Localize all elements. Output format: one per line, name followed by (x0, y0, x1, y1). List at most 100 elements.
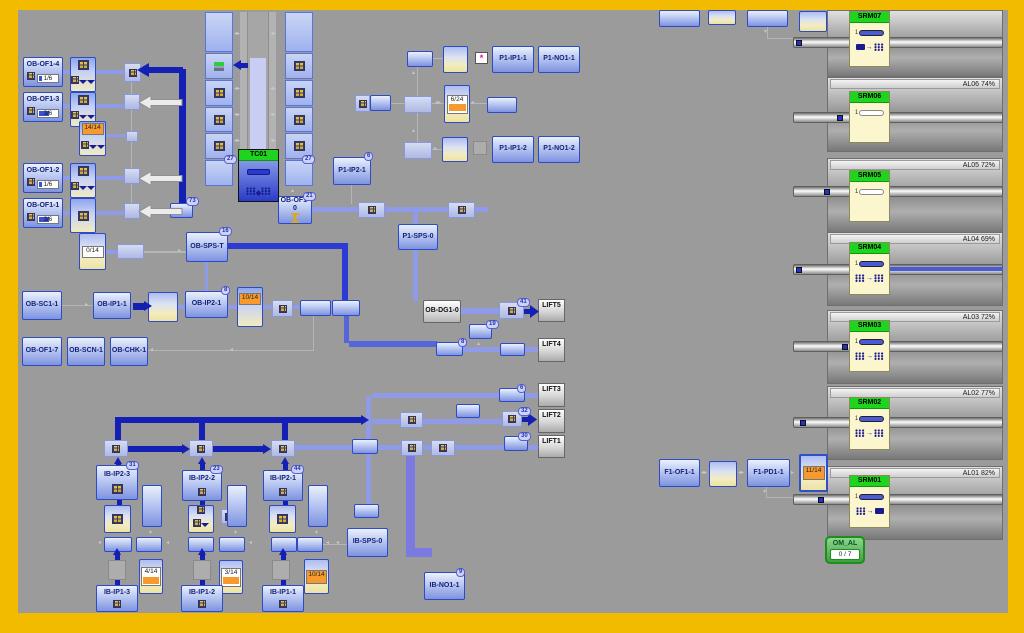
conveyor-segment[interactable] (219, 537, 245, 552)
lift-block-4[interactable]: LIFT2 (538, 409, 565, 433)
conveyor-segment[interactable] (227, 485, 247, 527)
node-ib-sps-0[interactable]: IB-SPS-0 (347, 528, 388, 557)
junction-box[interactable] (355, 95, 370, 112)
junction-box[interactable] (502, 411, 522, 427)
node-ob-ip2-1[interactable]: OB-IP2-1 (185, 291, 228, 318)
buffer-station[interactable]: 10/14 (237, 287, 263, 327)
tipper-station[interactable] (269, 505, 296, 533)
node-p1-sps-0[interactable]: P1-SPS-0 (398, 224, 438, 250)
conveyor-cell[interactable] (205, 160, 233, 186)
conveyor-cell[interactable] (205, 53, 233, 79)
conveyor-segment[interactable] (436, 342, 463, 356)
node-ob-ip1-1[interactable]: OB-IP1-1 (93, 292, 131, 319)
node-ib-no1-1[interactable]: IB-NO1-1 (424, 572, 465, 600)
buffer-station[interactable]: 3/14 (219, 560, 243, 594)
conveyor-segment[interactable] (136, 537, 162, 552)
junction-box[interactable] (117, 244, 144, 259)
junction-box[interactable] (431, 440, 455, 456)
node-ib-ip1-2[interactable]: IB-IP1-2 (181, 585, 223, 612)
conveyor-segment[interactable] (747, 10, 788, 27)
conveyor-segment[interactable] (297, 537, 323, 552)
conveyor-segment[interactable] (300, 300, 331, 316)
junction-box[interactable] (400, 412, 423, 428)
buffer-station-empty[interactable]: 0/14 (79, 233, 106, 270)
tipper-station[interactable] (70, 163, 96, 198)
om-al-summary[interactable]: OM_AL 0 / 7 (825, 536, 865, 564)
conveyor-cell[interactable] (205, 80, 233, 106)
node-ib-ip2-3[interactable]: IB-IP2-3 (96, 465, 138, 500)
conveyor-cell[interactable] (205, 133, 233, 159)
lift-block-2[interactable]: LIFT4 (538, 338, 565, 362)
node-ob-dg1-0[interactable]: OB-DG1-0 (423, 300, 461, 323)
node-ob-sps-t[interactable]: OB-SPS-T (186, 232, 228, 262)
buffer-station[interactable]: 4/14 (139, 559, 163, 594)
tipper-station[interactable] (188, 505, 214, 533)
tipper-station[interactable] (70, 57, 96, 92)
conveyor-cell[interactable] (285, 80, 313, 106)
decision-station[interactable] (708, 10, 736, 25)
node-p1-ip1-2[interactable]: P1-IP1-2 (492, 136, 534, 163)
node-ob-of1-1[interactable]: OB-OF1-1 3/6 (23, 198, 63, 228)
conveyor-segment[interactable] (487, 97, 517, 113)
node-ob-of1-3[interactable]: OB-OF1-3 3/6 (23, 92, 63, 122)
node-ob-scn-1[interactable]: OB-SCN-1 (67, 337, 105, 366)
lift-block-3[interactable]: LIFT3 (538, 383, 565, 407)
junction-box[interactable] (104, 440, 128, 457)
junction-box[interactable] (189, 440, 213, 457)
decision-station[interactable] (442, 137, 468, 162)
junction-box[interactable] (124, 168, 140, 184)
transfer-box[interactable] (332, 300, 360, 316)
lift-block-5[interactable]: LIFT1 (538, 435, 565, 458)
tipper-station[interactable] (104, 505, 131, 533)
lift-block-1[interactable]: LIFT5 (538, 299, 565, 322)
node-ob-of1-7[interactable]: OB-OF1-7 (22, 337, 62, 366)
decision-station[interactable] (148, 292, 178, 322)
node-ob-sc1-1[interactable]: OB-SC1-1 (22, 291, 62, 320)
transfer-car-tc01[interactable]: TC01 ◆ (238, 149, 279, 202)
conveyor-segment[interactable] (352, 439, 378, 454)
conveyor-cell[interactable] (285, 160, 313, 186)
conveyor-segment[interactable] (500, 343, 525, 356)
conveyor-segment[interactable] (370, 95, 391, 111)
node-ib-ip2-1[interactable]: IB-IP2-1 (263, 470, 303, 501)
buffer-station-full[interactable]: 10/14 (304, 559, 329, 594)
node-p1-no1-1[interactable]: P1-NO1-1 (538, 46, 580, 73)
junction-box[interactable] (448, 202, 475, 218)
node-p1-ip1-1[interactable]: P1-IP1-1 (492, 46, 534, 73)
decision-station[interactable] (709, 461, 737, 487)
decision-station[interactable] (799, 11, 827, 32)
conveyor-cell[interactable] (285, 107, 313, 132)
node-ib-ip1-1[interactable]: IB-IP1-1 (262, 585, 304, 612)
conveyor-segment[interactable] (456, 404, 480, 418)
conveyor-cell[interactable] (285, 133, 313, 159)
buffer-station[interactable]: 6/24 (444, 85, 470, 123)
junction-box[interactable] (404, 142, 432, 159)
conveyor-segment[interactable] (659, 10, 700, 27)
tipper-station[interactable] (70, 198, 96, 233)
node-p1-no1-2[interactable]: P1-NO1-2 (538, 136, 580, 163)
junction-box[interactable] (124, 63, 141, 82)
conveyor-segment[interactable] (354, 504, 379, 518)
node-f1-of1-1[interactable]: F1-OF1-1 (659, 459, 700, 487)
conveyor-segment[interactable] (308, 485, 328, 527)
buffer-station-full[interactable]: 11/14 (799, 454, 828, 492)
conveyor-cell[interactable] (285, 12, 313, 52)
conveyor-cell[interactable] (285, 53, 313, 79)
node-ob-of1-4[interactable]: OB-OF1-4 1/6 (23, 57, 63, 87)
buffer-station-full[interactable]: 14/14 (79, 121, 106, 156)
decision-station[interactable] (443, 46, 468, 73)
conveyor-cell[interactable] (205, 107, 233, 132)
conveyor-segment[interactable] (407, 51, 433, 67)
junction-box[interactable] (401, 440, 423, 456)
junction-box[interactable] (272, 300, 293, 317)
conveyor-segment[interactable] (142, 485, 162, 527)
node-p1-ip2-1[interactable]: P1-IP2-1 (333, 157, 371, 185)
node-ob-chk-1[interactable]: OB-CHK-1 (110, 337, 148, 366)
